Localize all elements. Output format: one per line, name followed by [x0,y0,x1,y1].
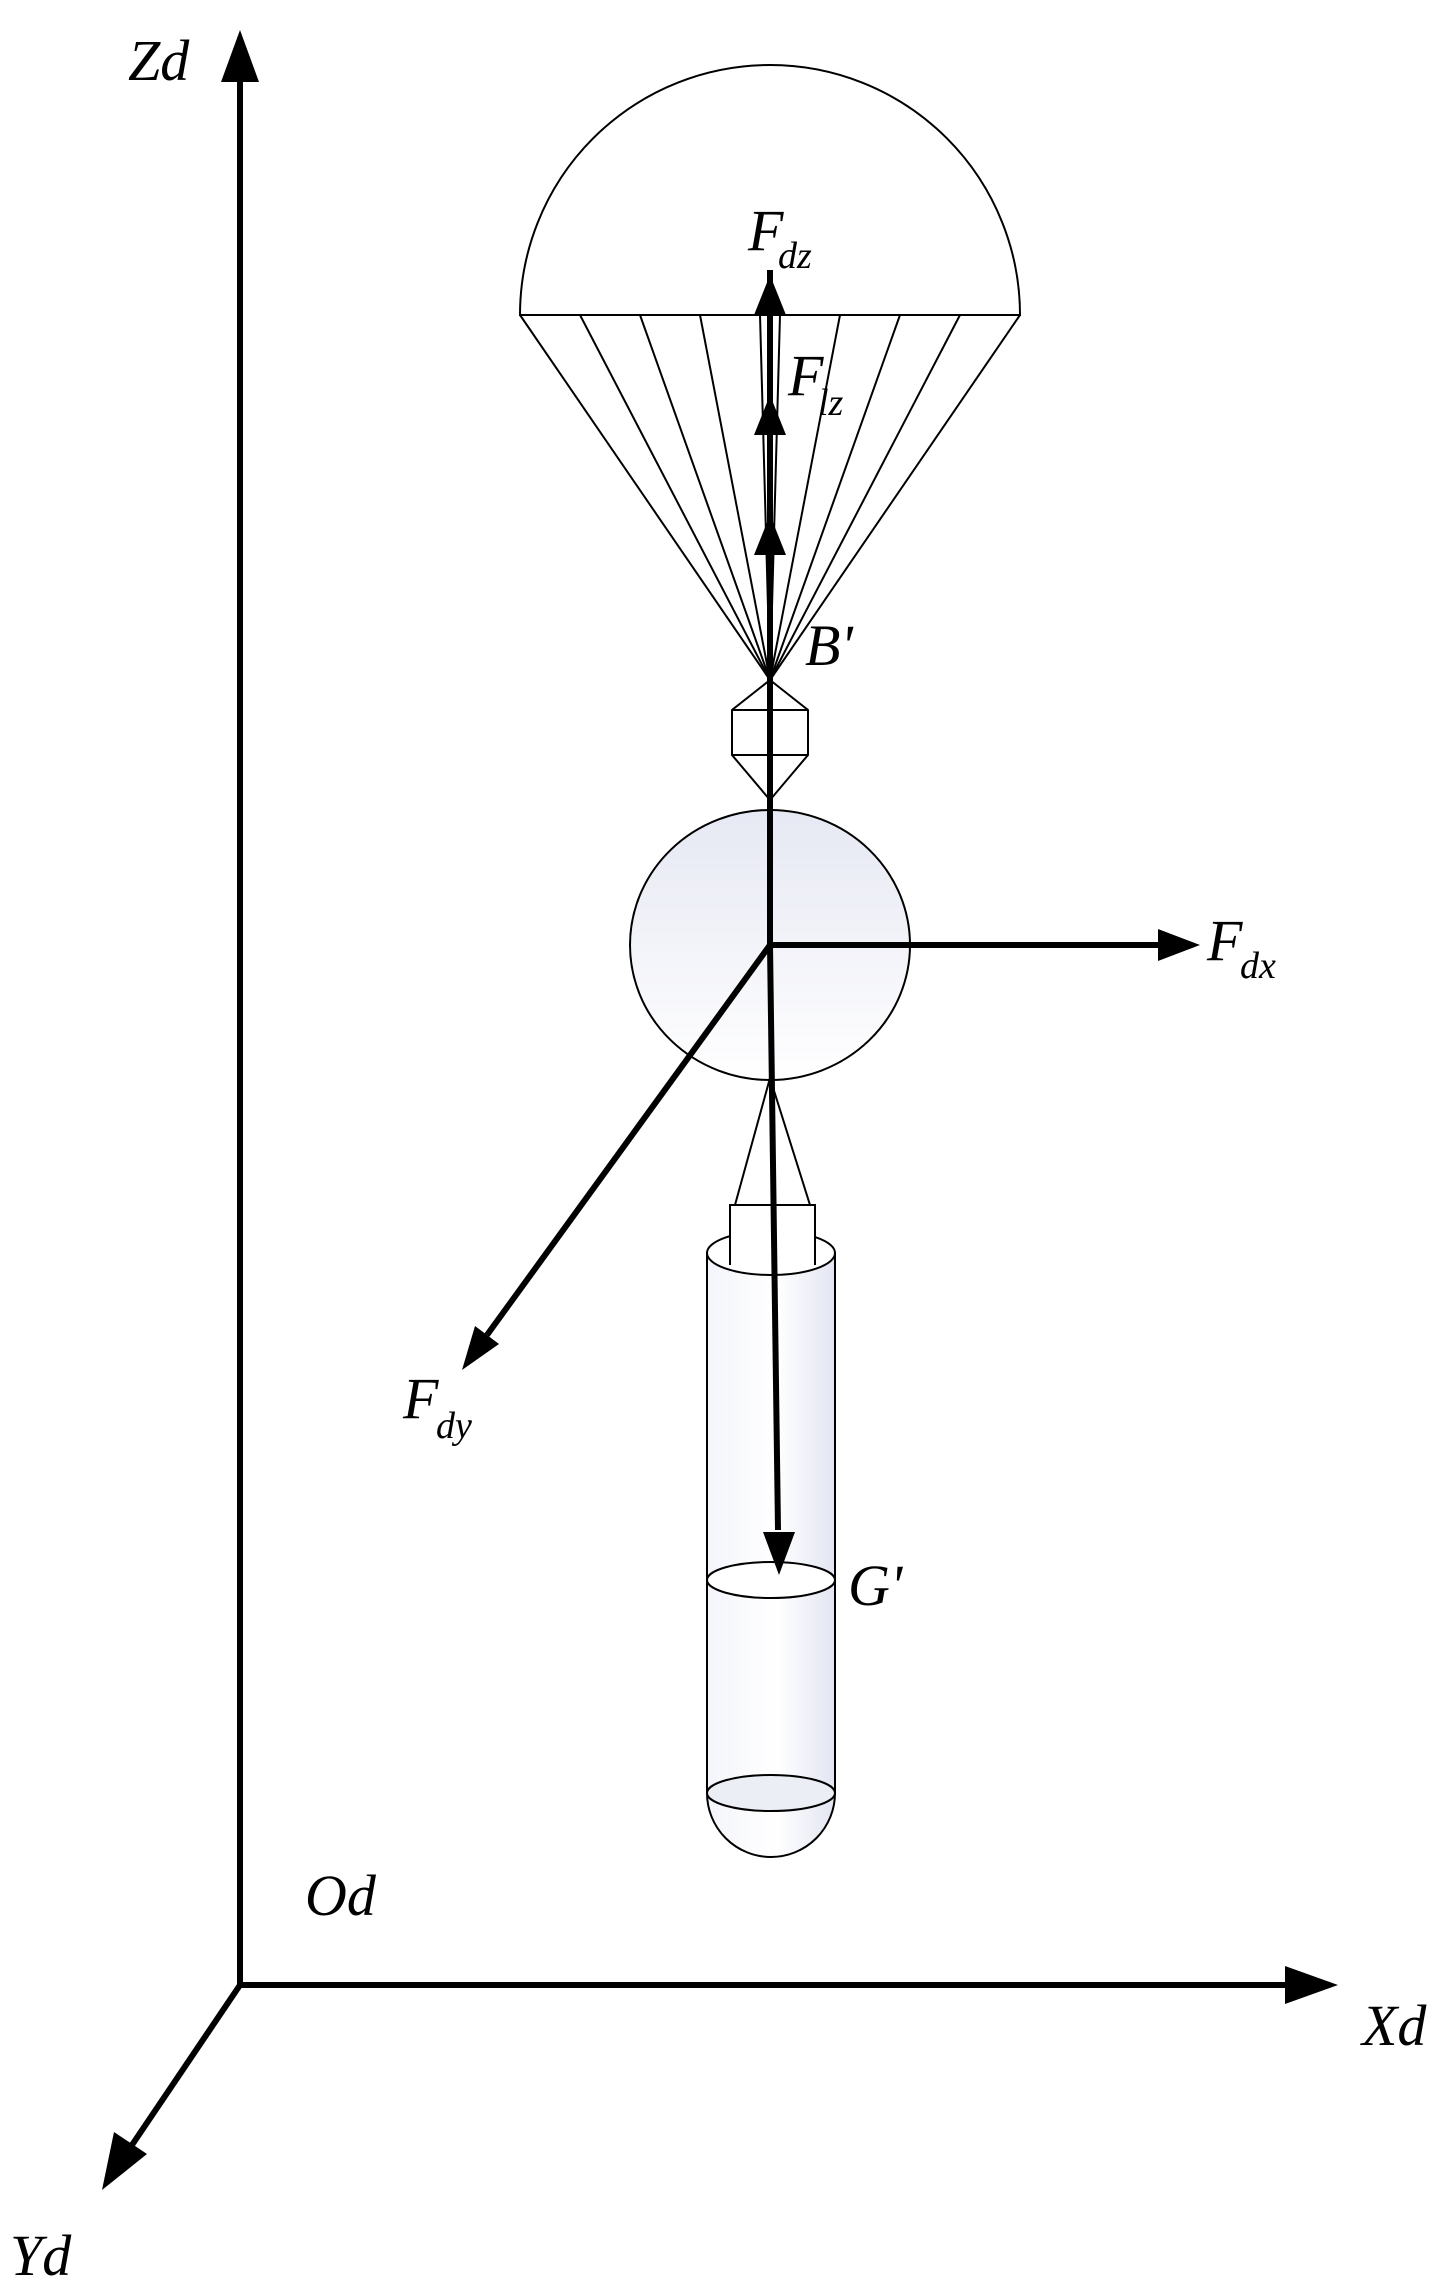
svg-text:F: F [402,1366,439,1431]
y-axis [102,1983,243,2190]
x-axis [237,1966,1338,2004]
x-axis-arrowhead [1285,1966,1338,2004]
x-axis-label: Xd [1360,1993,1427,2058]
svg-text:dz: dz [778,235,812,277]
y-axis-label: Yd [10,2223,72,2288]
svg-text:dy: dy [436,1405,472,1447]
svg-text:F: F [1206,908,1243,973]
center-of-gravity-section [706,1561,836,1599]
point-g-label: G' [848,1553,904,1618]
svg-text:dx: dx [1240,945,1276,987]
force-fdx-label: F dx [1206,908,1276,987]
gravity-arrow [763,944,795,1575]
point-b-label: B' [805,613,854,678]
force-flz-arrow [754,395,786,555]
y-axis-arrowhead [102,2132,147,2190]
projectile-nose-section [706,1774,836,1812]
canopy-dome [518,64,1022,316]
projectile-cylinder [706,1252,836,1858]
force-fdy-arrow [462,943,773,1370]
force-fdz-arrow [754,275,786,315]
z-axis-label: Zd [128,28,190,93]
parachute-canopy [518,64,1022,681]
origin-label: Od [305,1863,377,1928]
force-fdy-label: F dy [402,1366,472,1447]
projectile-body [706,1204,836,1858]
z-axis-arrowhead [221,30,259,82]
svg-text:F: F [747,198,784,263]
svg-text:F: F [787,343,824,408]
force-flz-label: F lz [787,343,844,424]
z-axis [221,30,259,1985]
force-fdz-label: F dz [747,198,812,277]
svg-text:lz: lz [818,382,844,424]
force-fdx-arrow [770,929,1200,961]
suspension-lines [519,314,1021,681]
